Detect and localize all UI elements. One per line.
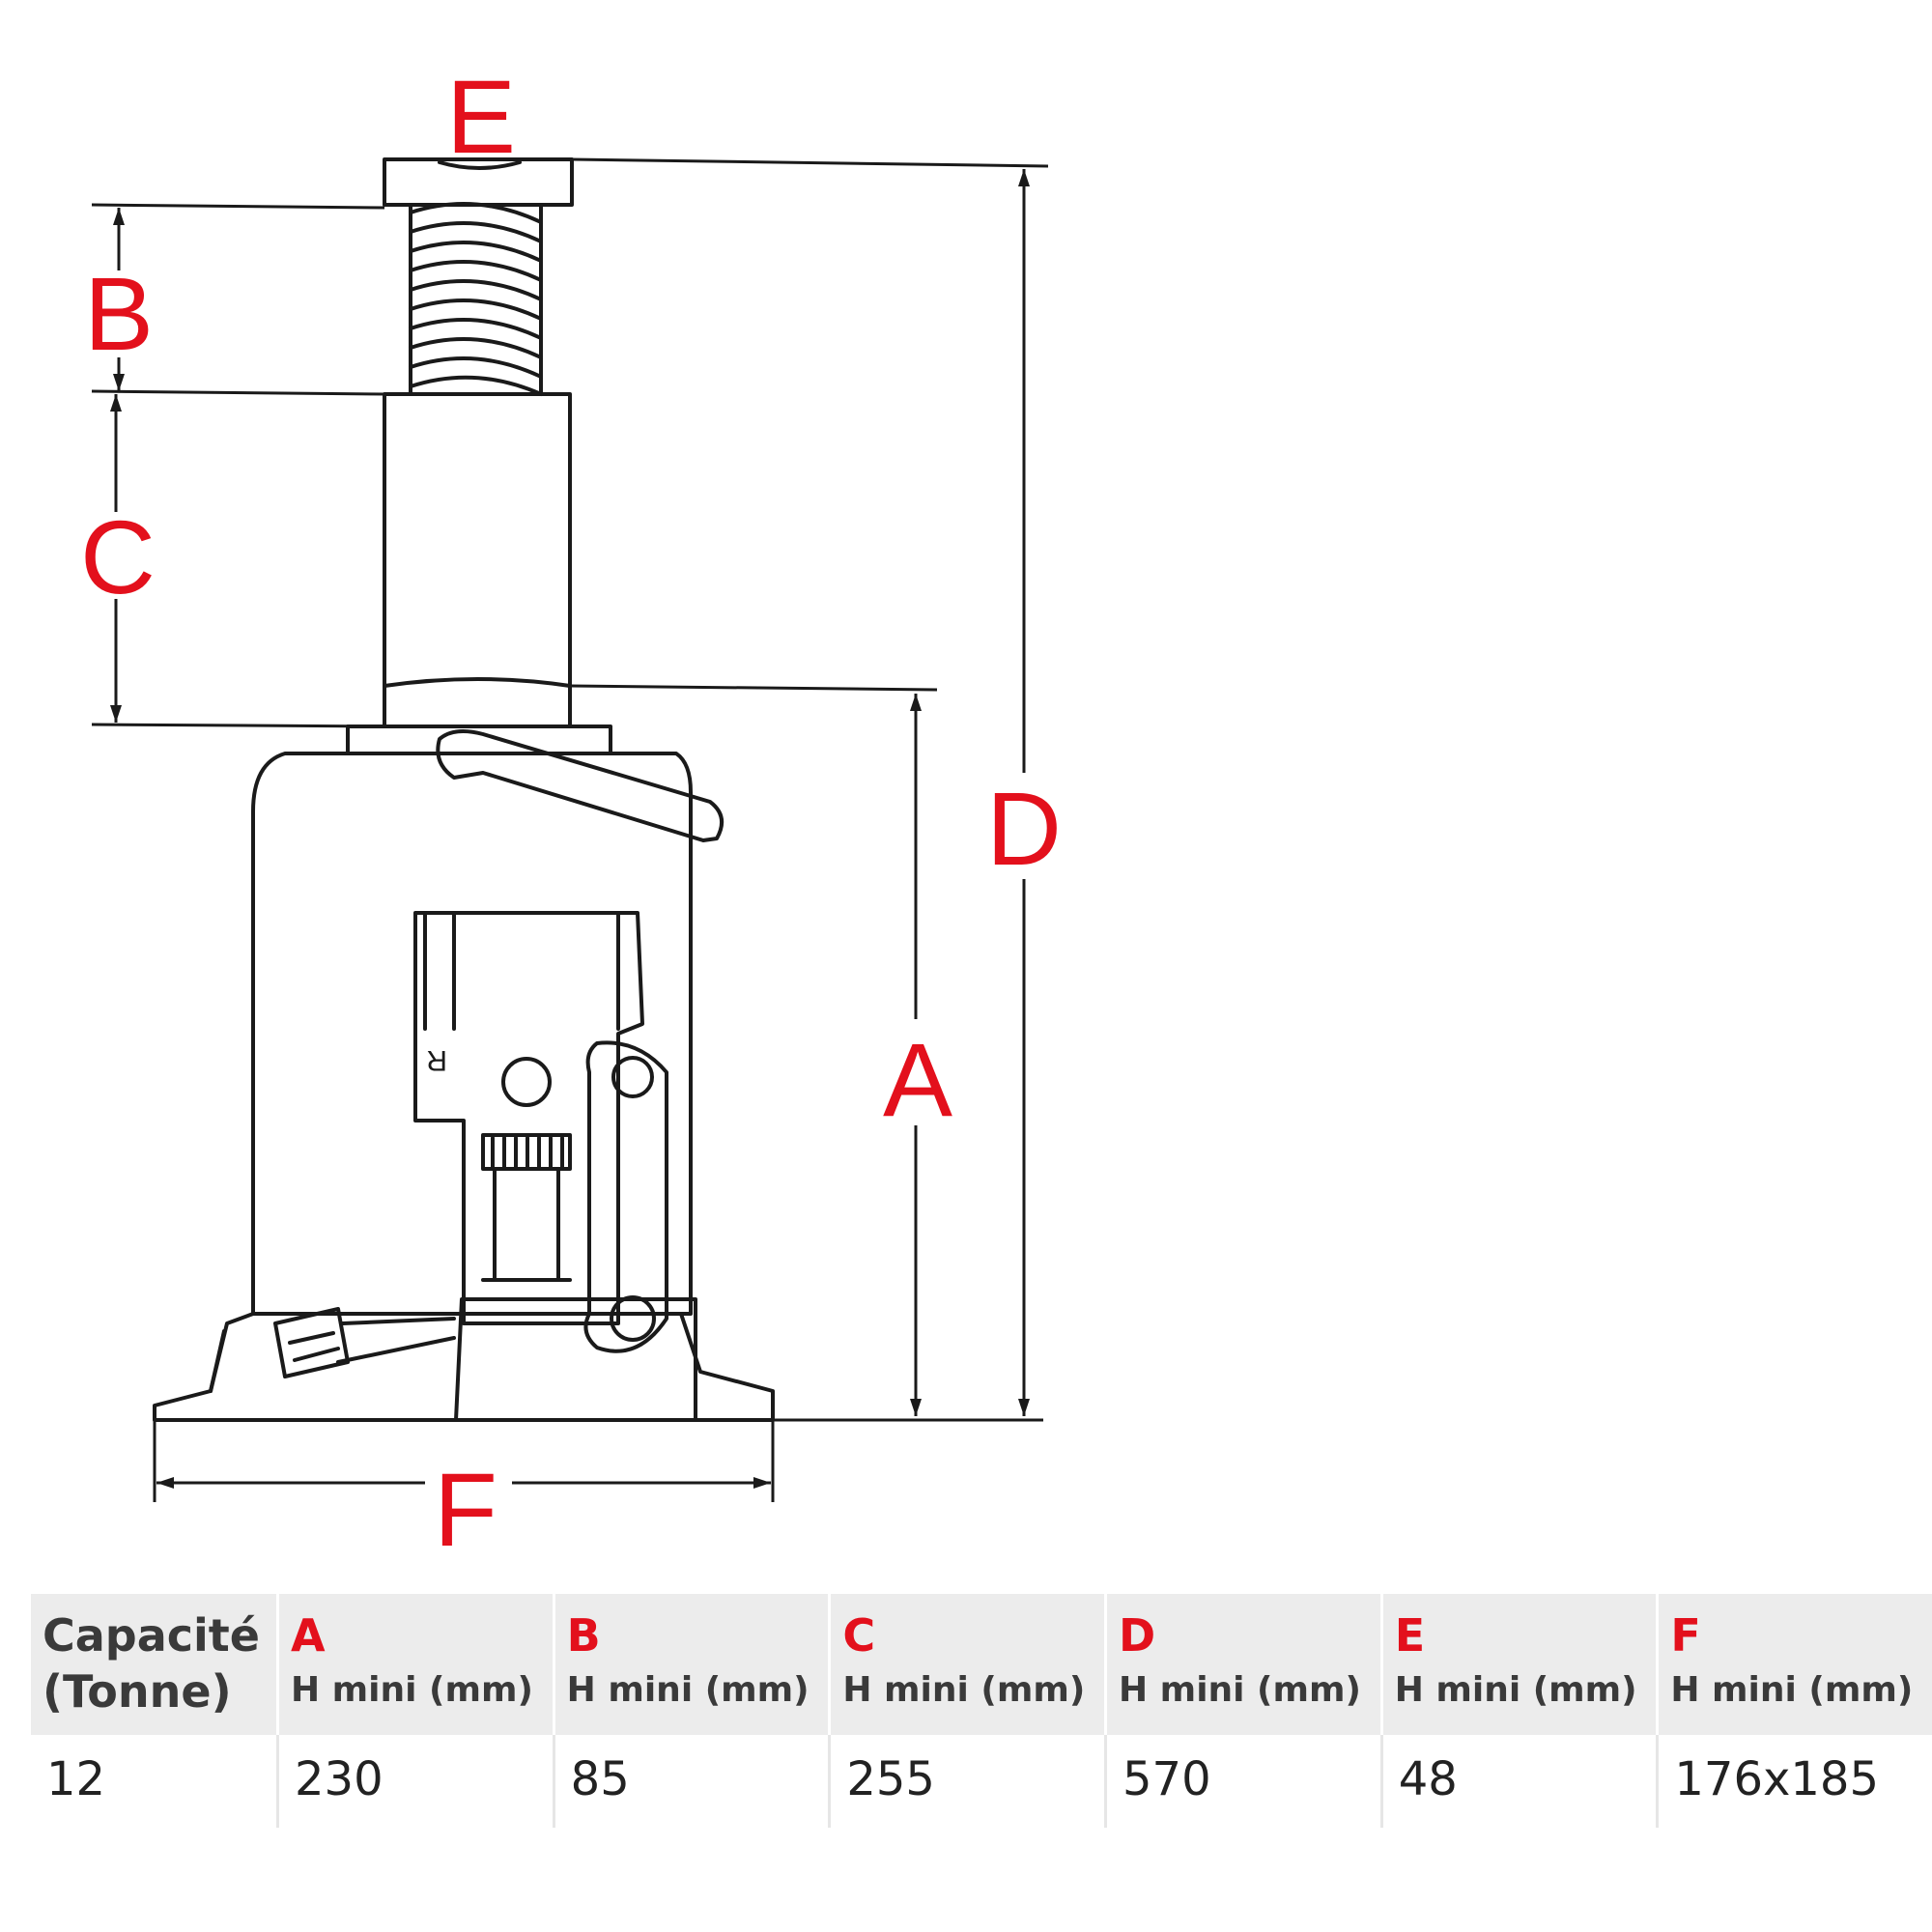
cell-a: 230 — [276, 1735, 554, 1828]
header-letter: C — [842, 1609, 876, 1662]
dimension-arrows — [110, 169, 1030, 1489]
header-sub: H mini (mm) — [842, 1670, 1086, 1710]
cell-d: 570 — [1104, 1735, 1382, 1828]
pump-cylinder — [423, 911, 620, 1031]
plunger-knurl — [481, 1133, 572, 1171]
label-a: A — [883, 1021, 952, 1138]
label-d: D — [986, 770, 1062, 887]
valve-nut — [273, 1307, 350, 1378]
spec-table: Capacité (Tonne) A H mini (mm) B H mini … — [31, 1594, 1932, 1828]
ram-collar — [383, 677, 572, 688]
plunger-rod — [481, 1167, 572, 1282]
header-sub: H mini (mm) — [1670, 1670, 1914, 1710]
header-letter: B — [566, 1609, 601, 1662]
header-letter: F — [1670, 1609, 1701, 1662]
header-col-f: F H mini (mm) — [1656, 1594, 1932, 1735]
header-capacity-line2: (Tonne) — [43, 1665, 232, 1718]
header-col-d: D H mini (mm) — [1104, 1594, 1382, 1735]
header-col-b: B H mini (mm) — [552, 1594, 830, 1735]
ram-tube — [383, 392, 572, 728]
pivot-pin — [501, 1057, 552, 1107]
cell-f: 176x185 — [1656, 1735, 1932, 1828]
jack-body — [251, 752, 693, 1316]
header-sub: H mini (mm) — [1119, 1670, 1361, 1710]
header-col-e: E H mini (mm) — [1379, 1594, 1658, 1735]
label-c: C — [80, 498, 156, 615]
header-sub: H mini (mm) — [566, 1670, 810, 1710]
header-col-a: A H mini (mm) — [276, 1594, 554, 1735]
header-letter: D — [1119, 1609, 1156, 1662]
header-capacity-line1: Capacité — [43, 1609, 260, 1662]
base-foot-left — [209, 1329, 226, 1393]
table-header-row: Capacité (Tonne) A H mini (mm) B H mini … — [31, 1594, 1932, 1735]
base-pump-boss — [454, 1297, 697, 1422]
base-web — [336, 1317, 456, 1364]
lever-pin-top — [611, 1056, 654, 1098]
cell-capacity: 12 — [46, 1752, 106, 1806]
jack-base — [153, 1312, 775, 1422]
pump-housing — [413, 911, 644, 1325]
saddle-head — [383, 157, 574, 207]
header-col-c: C H mini (mm) — [828, 1594, 1106, 1735]
header-letter: E — [1394, 1609, 1426, 1662]
release-handle — [436, 728, 724, 842]
header-sub: H mini (mm) — [1394, 1670, 1637, 1710]
header-capacity: Capacité (Tonne) — [31, 1594, 278, 1735]
screw-thread — [409, 202, 543, 396]
handle-marking: R — [426, 1044, 447, 1076]
label-b: B — [84, 255, 154, 372]
header-sub: H mini (mm) — [291, 1670, 533, 1710]
table-row: 12 230 85 255 570 48 176x185 — [31, 1735, 1932, 1828]
cell-b: 85 — [552, 1735, 830, 1828]
body-top-plate — [346, 724, 612, 755]
label-f: F — [434, 1451, 497, 1568]
bottle-jack-diagram: R E B C D A — [80, 58, 1062, 1568]
jack-drawing: R — [153, 157, 775, 1422]
header-letter: A — [291, 1609, 326, 1662]
cell-c: 255 — [828, 1735, 1106, 1828]
label-e: E — [446, 58, 516, 175]
pump-lever — [583, 1040, 668, 1353]
cell-e: 48 — [1379, 1735, 1658, 1828]
saddle-groove — [438, 160, 522, 170]
